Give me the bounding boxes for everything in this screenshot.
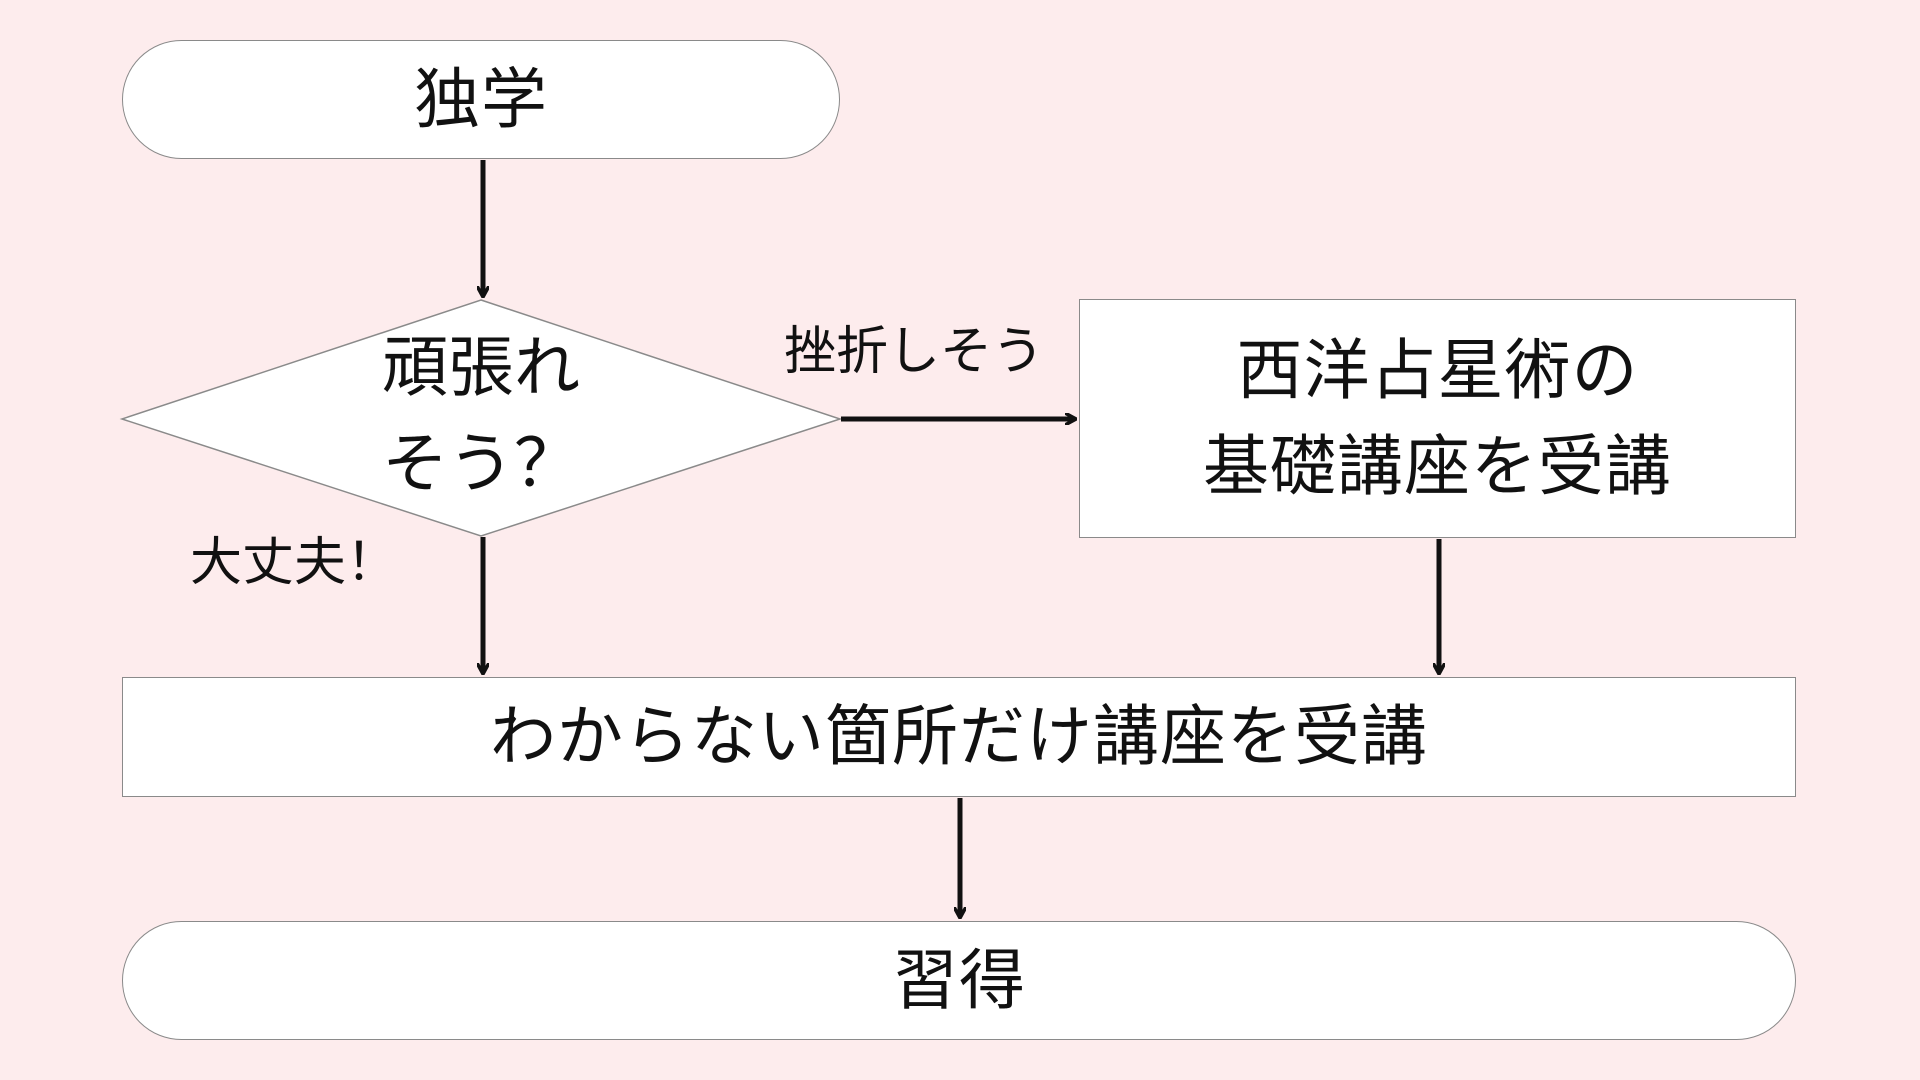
end-label: 習得	[892, 941, 1026, 1019]
branch-yes-label: 大丈夫！	[190, 533, 399, 593]
partial-course-label: わからない箇所だけ講座を受講	[490, 698, 1428, 775]
basic-course-node[interactable]: 西洋占星術の 基礎講座を受講	[1079, 299, 1796, 538]
decision-label: 頑張れ そう？	[382, 329, 580, 502]
start-node[interactable]: 独学	[122, 40, 840, 159]
decision-diamond[interactable]	[119, 299, 843, 537]
end-node[interactable]: 習得	[122, 921, 1796, 1040]
basic-course-label: 西洋占星術の 基礎講座を受講	[1203, 331, 1672, 505]
partial-course-node[interactable]: わからない箇所だけ講座を受講	[122, 677, 1796, 797]
branch-no-label: 挫折しそう	[784, 322, 1045, 382]
start-label: 独学	[414, 60, 548, 138]
